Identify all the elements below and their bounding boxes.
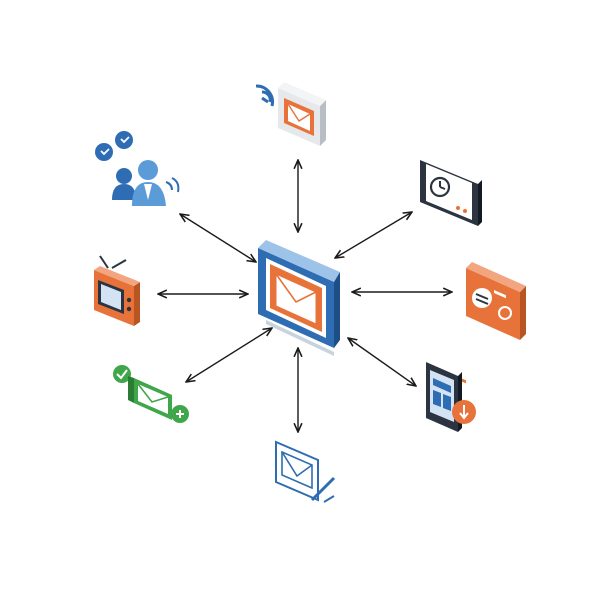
arrow-bottom-left [186,328,272,382]
email-sync-icon [113,365,189,423]
arrow-top-left [180,214,256,262]
radio-icon [466,262,526,340]
arrow-bottom-right [348,338,416,386]
wireless-email-icon [255,82,326,146]
users-group-icon [95,131,180,206]
tv-icon [94,255,140,326]
arrow-top-right [335,212,412,258]
mobile-download-icon [426,362,476,432]
email-monitor-icon [258,240,340,356]
edit-email-icon [275,440,336,503]
connector-arrows [158,160,452,432]
clock-calendar-device-icon [420,160,482,384]
